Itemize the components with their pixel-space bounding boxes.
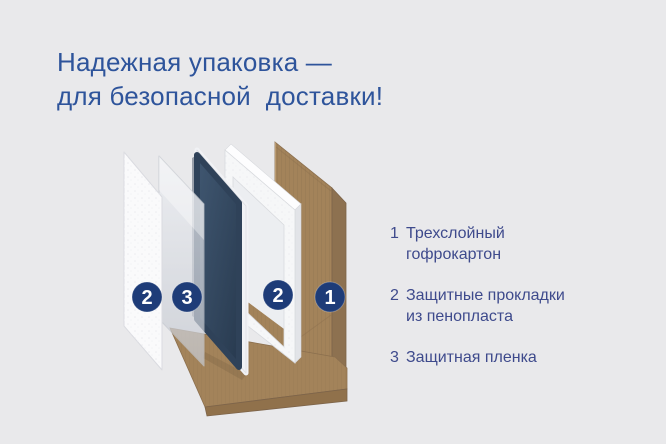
badge-corrugated-box: 1 <box>314 281 346 313</box>
badge-label: 1 <box>324 287 335 309</box>
legend-number: 2 <box>390 287 399 304</box>
legend-label: Защитные прокладки из пенопласта <box>406 287 565 325</box>
badge-foam-pad: 2 <box>131 281 163 313</box>
badge-foam-spacer-frame: 2 <box>262 279 294 311</box>
page-title: Надежная упаковка — для безопасной доста… <box>57 45 383 113</box>
foam-pad <box>123 151 163 371</box>
legend-item-1: 1 Трехслойный гофрокартон <box>390 223 576 265</box>
title-line-2: для безопасной доставки! <box>57 81 384 111</box>
legend-item-2: 2 Защитные прокладки из пенопласта <box>390 285 576 327</box>
title-line-1: Надежная упаковка — <box>57 47 332 77</box>
badge-label: 2 <box>141 287 152 309</box>
legend-number: 3 <box>390 349 399 366</box>
protective-film <box>158 155 205 367</box>
legend: 1 Трехслойный гофрокартон 2 Защитные про… <box>390 223 576 368</box>
badge-protective-film: 3 <box>171 281 203 313</box>
legend-label: Трехслойный гофрокартон <box>406 225 505 263</box>
legend-item-3: 3 Защитная пленка <box>390 347 576 368</box>
badge-label: 3 <box>181 287 192 309</box>
legend-label: Защитная пленка <box>406 349 537 366</box>
badge-label: 2 <box>272 285 283 307</box>
box-bottom-tray <box>169 327 348 417</box>
legend-number: 1 <box>390 225 399 242</box>
